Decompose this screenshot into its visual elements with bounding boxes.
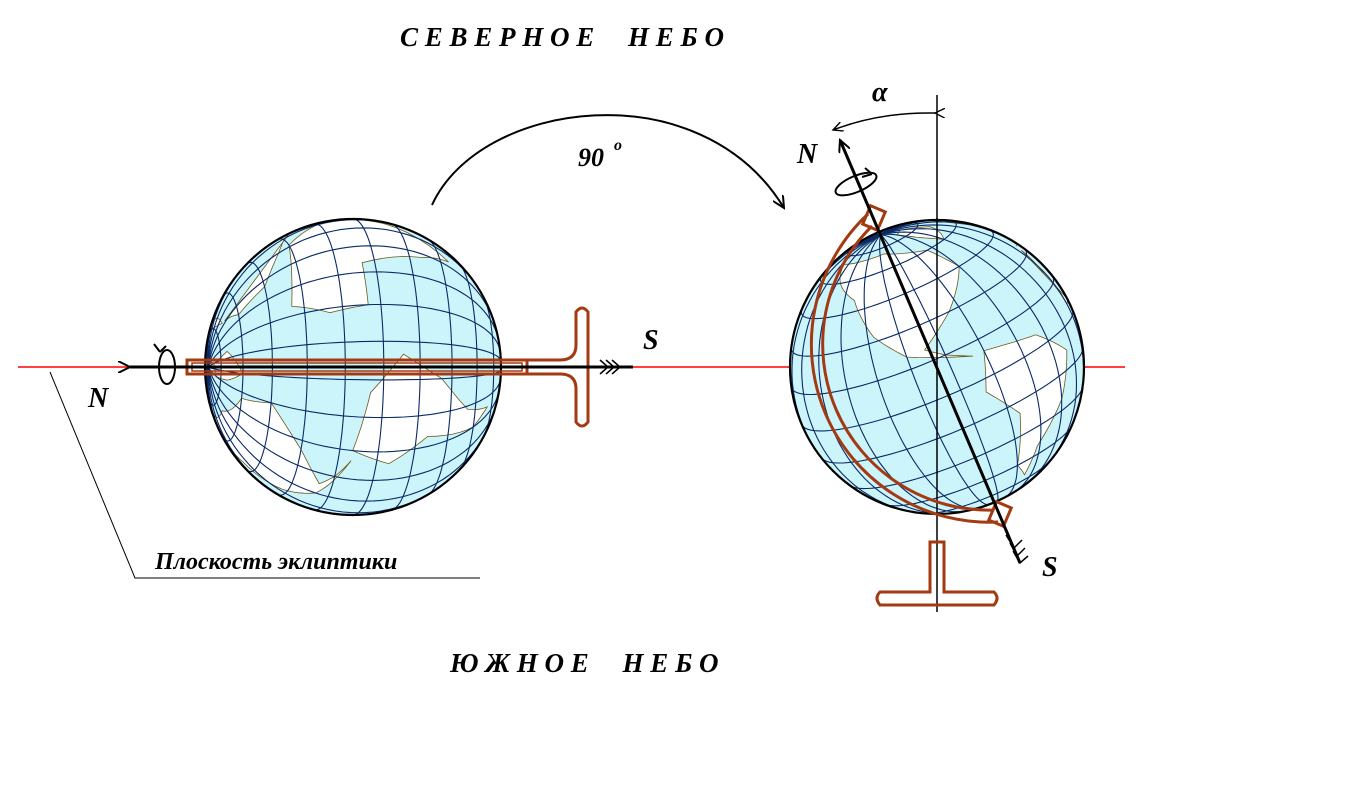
southern-sky-title: Ю Ж Н О Е Н Е Б О (449, 648, 718, 678)
left-globe-graticule (205, 219, 501, 515)
landmass (1021, 249, 1068, 306)
meridian-line (880, 228, 1078, 468)
meridian-line (207, 366, 489, 502)
tilt-angle-label: α (872, 77, 888, 108)
meridian-line (207, 366, 496, 481)
right-north-label: N (796, 139, 819, 170)
ecliptic-leader-line (49, 371, 480, 579)
rotation-angle-label: 90 (578, 143, 604, 172)
northern-sky-title: С Е В Е Р Н О Е Н Е Б О (400, 22, 724, 52)
left-rotation-icon (153, 343, 176, 385)
parallel-line (821, 220, 957, 285)
meridian-line (840, 234, 967, 513)
degree-mark: o (614, 137, 622, 154)
meridian-line (801, 234, 918, 514)
left-south-fletching-icon (599, 359, 622, 375)
meridian-line (207, 366, 501, 419)
meridian-line (880, 234, 1018, 498)
ecliptic-plane-label: Плоскость эклиптики (154, 549, 397, 575)
parallel-line (847, 222, 919, 257)
right-south-label: S (1042, 552, 1058, 583)
left-south-label: S (643, 325, 659, 356)
landmass (983, 334, 1068, 476)
right-globe-graticule (790, 220, 1084, 514)
meridian-line (207, 340, 501, 368)
meridian-line (880, 233, 1042, 493)
parallel-line (792, 276, 1055, 396)
meridian-line (207, 227, 481, 368)
meridian-line (879, 234, 989, 506)
meridian-line (863, 234, 980, 509)
meridian-line (880, 234, 999, 502)
right-globe-stand (809, 203, 1014, 607)
right-south-fletching-icon (1005, 534, 1029, 565)
right-rotation-icon (834, 167, 878, 197)
meridian-line (818, 234, 953, 514)
meridian-line (207, 271, 499, 368)
left-north-label: N (87, 383, 110, 414)
landmass (288, 219, 449, 314)
right-globe (788, 218, 1086, 516)
parallel-line (821, 349, 1084, 464)
parallel-line (926, 460, 1051, 514)
meridian-line (207, 366, 500, 453)
rotation-arrow (431, 114, 784, 208)
meridian-line (207, 245, 496, 368)
right-globe-axis (840, 140, 1022, 564)
parallel-line (802, 311, 1074, 432)
tilt-angle-arc (833, 113, 935, 130)
parallel-line (850, 388, 1083, 490)
meridian-line (207, 303, 501, 368)
